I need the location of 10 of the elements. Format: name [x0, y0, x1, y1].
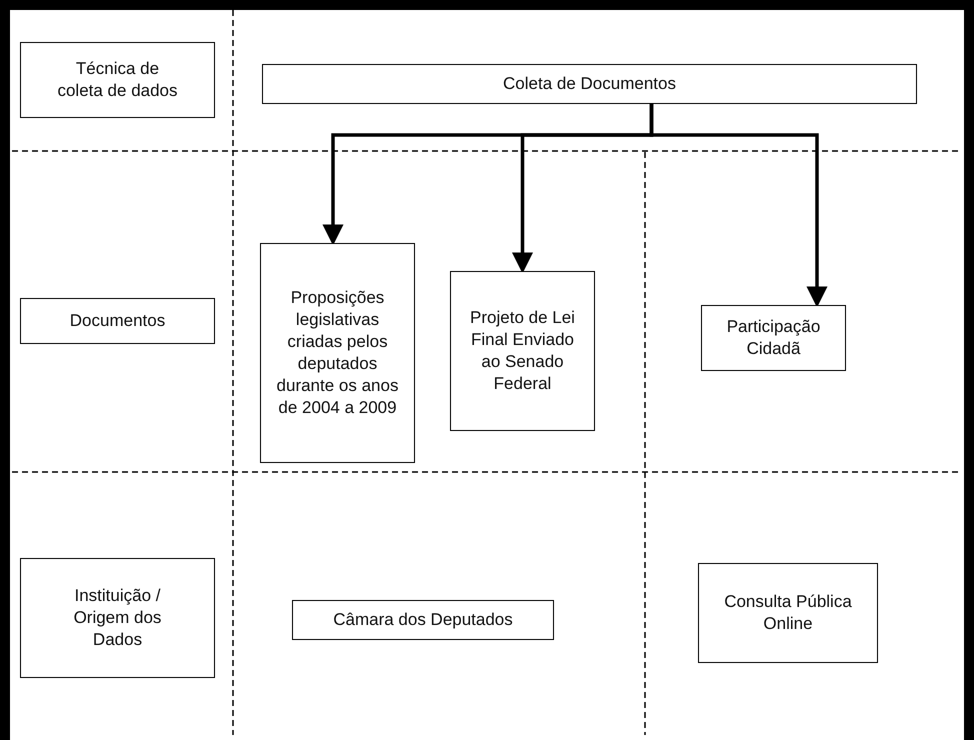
- content-box: Projeto de Lei Final Enviado ao Senado Federal: [450, 271, 595, 431]
- content-box: Câmara dos Deputados: [292, 600, 554, 640]
- arrow: [650, 104, 828, 308]
- content-box: Consulta Pública Online: [698, 563, 878, 663]
- row-label-box: Instituição / Origem dos Dados: [20, 558, 215, 678]
- content-box: Participação Cidadã: [701, 305, 846, 371]
- row-label-box: Técnica de coleta de dados: [20, 42, 215, 118]
- content-box: Coleta de Documentos: [262, 64, 917, 104]
- row-label-box: Documentos: [20, 298, 215, 344]
- content-box: Proposições legislativas criadas pelos deputados durante os anos de 2004 a 2009: [260, 243, 415, 463]
